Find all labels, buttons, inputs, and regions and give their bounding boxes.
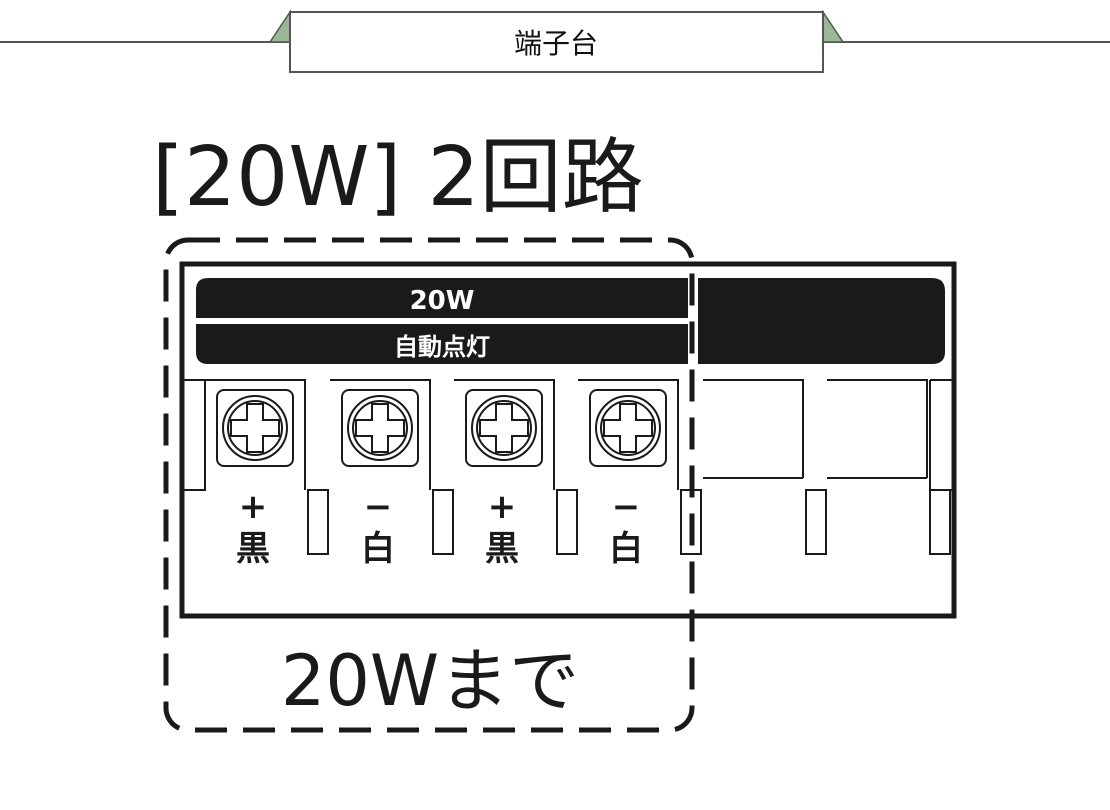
- terminal-divider-post: [432, 489, 454, 555]
- terminal-slot: [827, 379, 928, 478]
- mode-label-bar: [196, 324, 688, 364]
- header-right-tab: [822, 9, 845, 43]
- screw-housing: [589, 389, 667, 467]
- terminal-polarity: −: [612, 487, 641, 527]
- header-left-tab: [268, 9, 291, 43]
- screw-cross-icon: [230, 403, 280, 453]
- terminal-divider-post: [556, 489, 578, 555]
- screw-inner-ring: [227, 400, 283, 456]
- unused-label-bar: [698, 278, 945, 364]
- terminal-slot: [205, 379, 306, 490]
- terminal-edge: [929, 379, 952, 491]
- screw-housing: [465, 389, 543, 467]
- terminal-edge: [184, 379, 206, 491]
- terminal-slot: [330, 379, 431, 490]
- screw-head: [471, 395, 537, 461]
- terminal-polarity: +: [488, 487, 517, 527]
- screw-inner-ring: [600, 400, 656, 456]
- terminal-divider-post: [805, 489, 827, 555]
- terminal-wire-color: 黒: [236, 529, 270, 569]
- mode-label: 自動点灯: [394, 333, 490, 361]
- capacity-caption: 20Wまで: [281, 640, 579, 722]
- header-title: 端子台: [514, 27, 598, 60]
- circuit-highlight-outline: [163, 237, 695, 733]
- screw-cross-icon: [355, 403, 405, 453]
- watt-label-bar: [196, 278, 688, 318]
- terminal-slot: [703, 379, 804, 478]
- watt-label: 20W: [410, 286, 475, 316]
- section-header: 端子台: [0, 9, 1110, 73]
- terminal-polarity: −: [364, 487, 393, 527]
- terminal-wire-color: 白: [361, 529, 395, 569]
- screw-cross-icon: [603, 403, 653, 453]
- terminal-wire-color: 白: [609, 529, 643, 569]
- terminal-divider-post: [307, 489, 329, 555]
- screw-head: [222, 395, 288, 461]
- screw-housing: [216, 389, 294, 467]
- terminal-wire-color: 黒: [485, 529, 519, 569]
- page-title: [20W] 2回路: [152, 130, 644, 225]
- screw-head: [347, 395, 413, 461]
- terminal-slot: [578, 379, 679, 490]
- terminal-polarity: +: [239, 487, 268, 527]
- screw-head: [595, 395, 661, 461]
- screw-inner-ring: [476, 400, 532, 456]
- screw-cross-icon: [479, 403, 529, 453]
- terminal-divider-post: [929, 489, 951, 555]
- screw-inner-ring: [352, 400, 408, 456]
- terminal-slot: [454, 379, 555, 490]
- screw-housing: [341, 389, 419, 467]
